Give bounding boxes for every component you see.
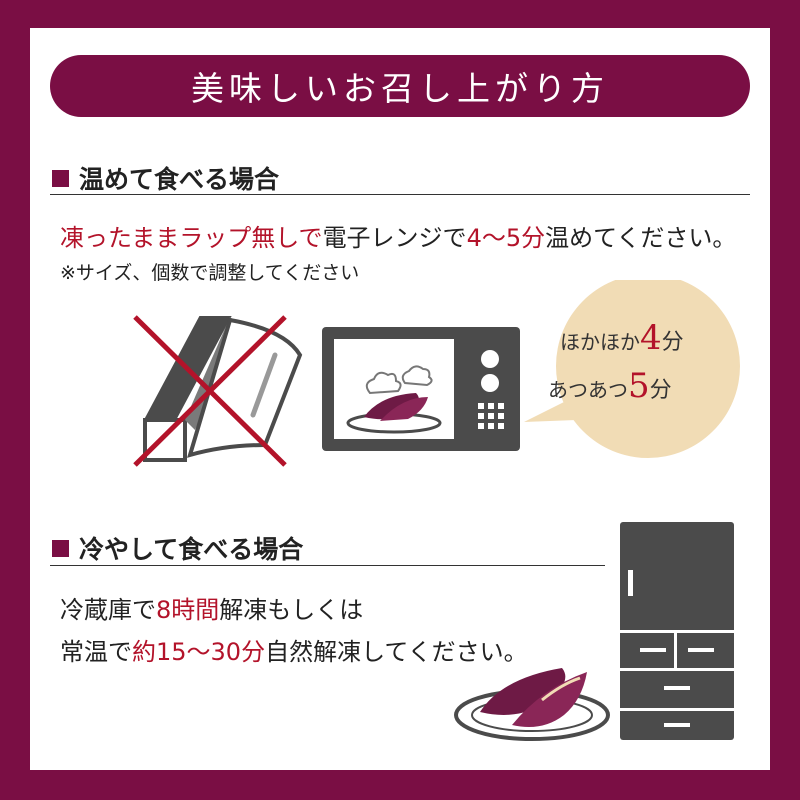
no-wrap-icon (133, 315, 303, 467)
cold-instruction-2-time: 約15〜30分 (132, 638, 266, 666)
bubble-label-1: ほかほか (560, 330, 640, 354)
cold-section-heading: 冷やして食べる場合 (52, 530, 303, 566)
warm-note: ※サイズ、個数で調整してください (60, 262, 360, 284)
cold-instruction-1-time: 8時間 (156, 596, 220, 624)
cold-instruction-1: 冷蔵庫で8時間解凍もしくは (60, 590, 363, 625)
fridge-icon (620, 522, 734, 740)
cold-instruction-1-text: 冷蔵庫で (60, 596, 156, 624)
bubble-number-2: 5 (628, 366, 650, 406)
bubble-unit-2: 分 (649, 378, 672, 403)
warm-section-heading-label: 温めて食べる場合 (79, 165, 280, 194)
microwave-icon (322, 327, 520, 451)
warm-section-heading: 温めて食べる場合 (52, 160, 279, 196)
bubble-label-2: あつあつ (548, 378, 628, 402)
cold-instruction-2-tail: 自然解凍してください。 (265, 638, 528, 666)
page-title: 美味しいお召し上がり方 (50, 55, 750, 117)
warm-instruction-text: 電子レンジで (322, 224, 467, 252)
warm-instruction-time: 4〜5分 (466, 224, 546, 252)
bubble-unit-1: 分 (661, 330, 684, 355)
warm-instruction-highlight: 凍ったままラップ無しで (60, 224, 323, 252)
warm-instruction-tail: 温めてください。 (545, 224, 737, 252)
bubble-line-1: ほかほか4分 (560, 318, 684, 358)
square-bullet-icon (52, 539, 69, 557)
cold-instruction-2-text: 常温で (60, 638, 132, 666)
bubble-line-2: あつあつ5分 (548, 366, 672, 406)
cold-instruction-1-tail: 解凍もしくは (219, 596, 364, 624)
square-bullet-icon (52, 169, 69, 187)
sweet-potato-plate-icon (454, 668, 610, 741)
cold-section-heading-label: 冷やして食べる場合 (79, 535, 304, 564)
speech-bubble-icon (524, 280, 740, 458)
divider (50, 565, 605, 566)
bubble-number-1: 4 (640, 318, 662, 358)
warm-instruction: 凍ったままラップ無しで電子レンジで4〜5分温めてください。 (60, 218, 736, 253)
divider (50, 194, 750, 195)
cold-instruction-2: 常温で約15〜30分自然解凍してください。 (60, 632, 528, 667)
